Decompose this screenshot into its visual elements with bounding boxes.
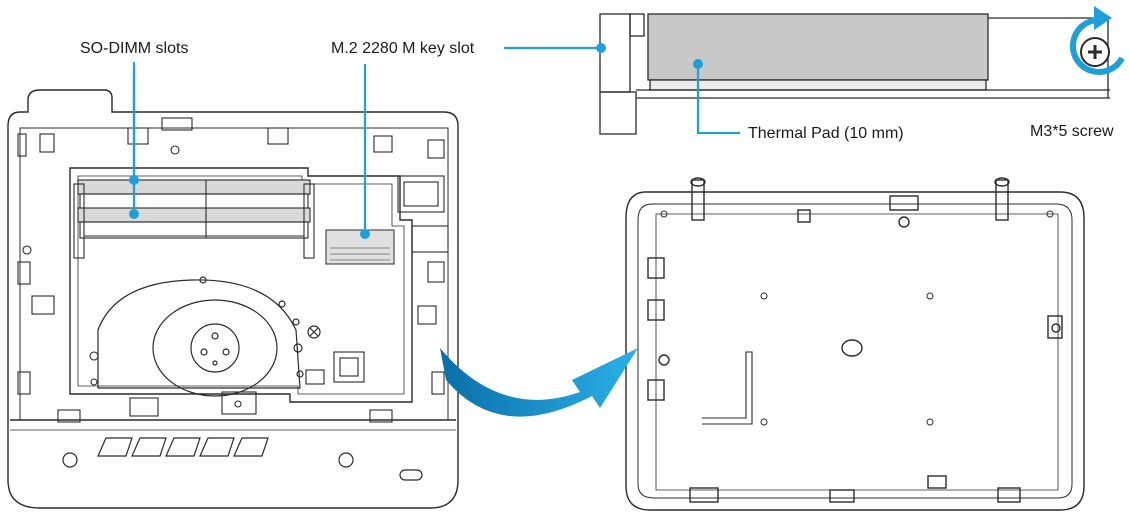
sodimm-label: SO-DIMM slots: [80, 40, 189, 57]
mini-pc-chassis: [7, 89, 459, 509]
chassis-mount-holes: [17, 117, 445, 423]
step-arrow: [440, 348, 638, 417]
sodimm-slots: [73, 179, 315, 259]
io-ports: [305, 175, 449, 385]
callout-lines: [132, 46, 740, 234]
callout-dots: [129, 43, 703, 239]
screw-rotation-icon: [1069, 6, 1125, 75]
step-number: 4: [600, 336, 609, 353]
m2-slot: [325, 229, 395, 265]
bottom-cover: [625, 177, 1085, 511]
m2-slot-label: M.2 2280 M key slot: [331, 40, 475, 57]
screw-label: M3*5 screw: [1030, 123, 1114, 140]
cpu-fan: [97, 276, 321, 397]
thermal-pad-label: Thermal Pad (10 mm): [748, 125, 904, 142]
front-vents: [62, 437, 423, 481]
ssd-side-view: [599, 13, 1110, 135]
